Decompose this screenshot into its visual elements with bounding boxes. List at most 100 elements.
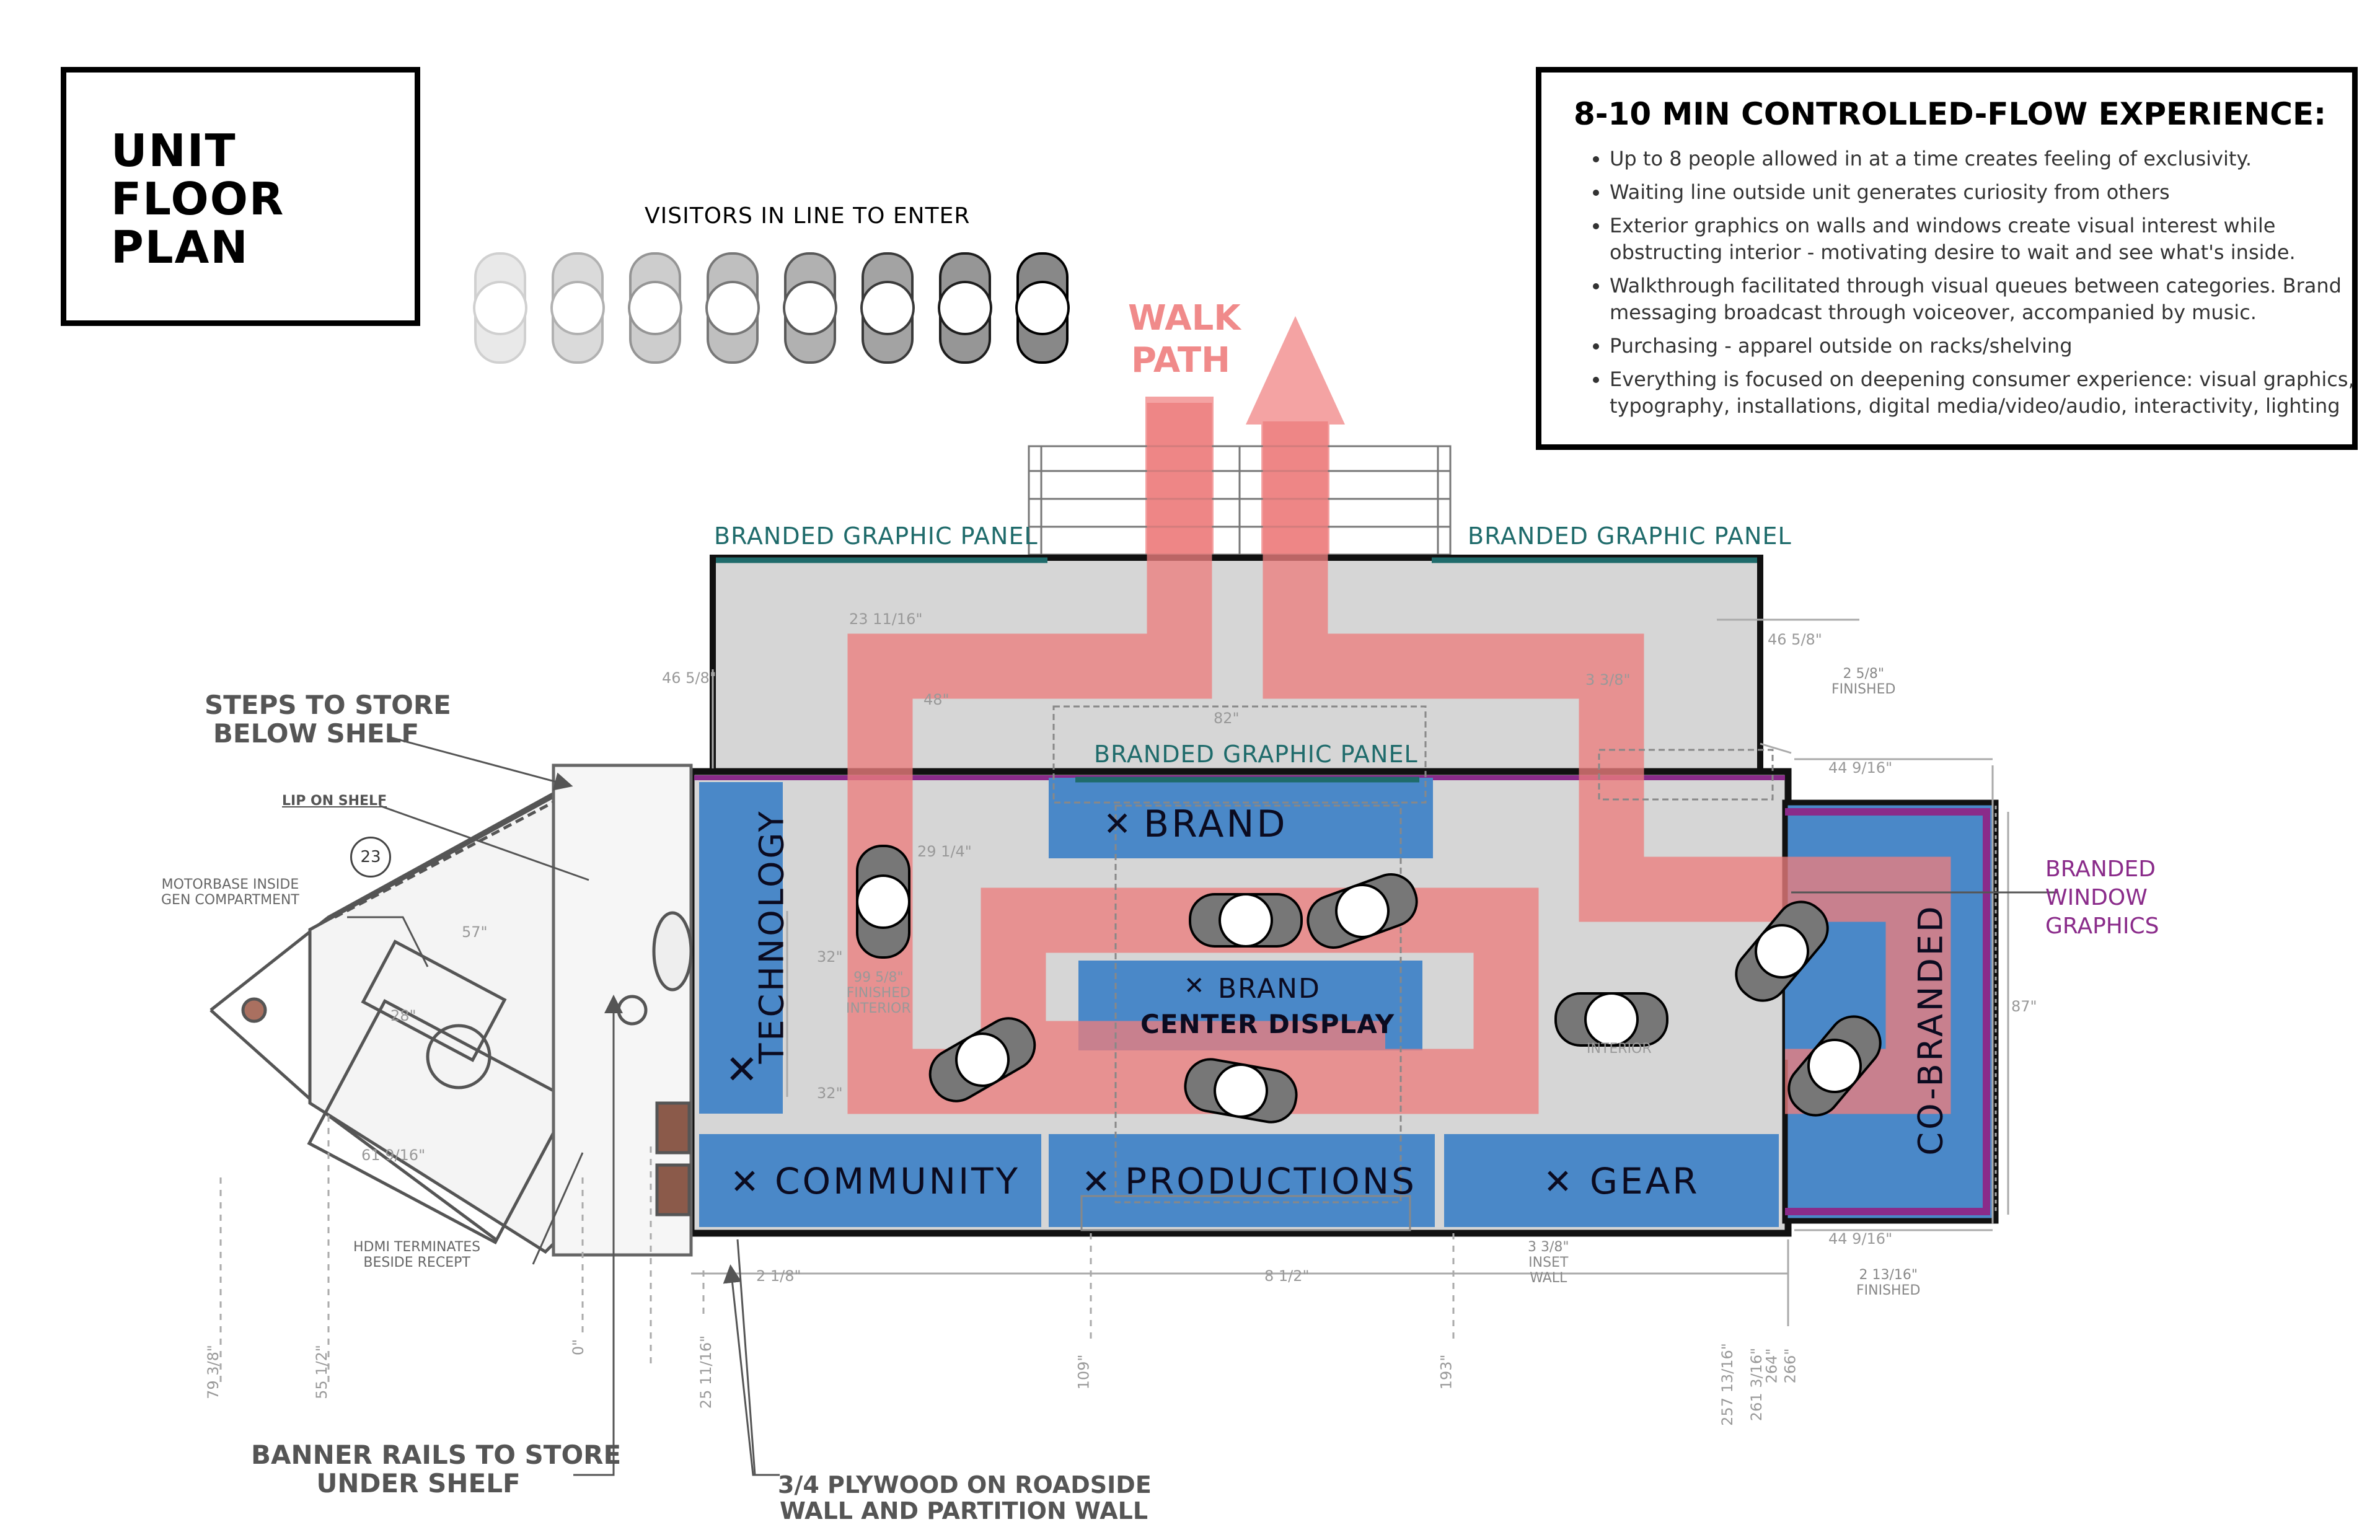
visitor-inside [1554,992,1668,1047]
title-box: UNIT FLOOR PLAN [61,67,420,326]
finished-interior-line-3: INTERIOR [846,1001,911,1016]
dimension-label: 25 11/16" [697,1335,715,1409]
inset-wall-note: 3 3/8" INSET WALL [1528,1239,1569,1286]
experience-bullet: Everything is focused on deepening consu… [1610,366,2378,420]
dimension-label: 29 1/4" [917,843,972,860]
dimension-label: 266" [1781,1348,1799,1384]
plywood-callout-line-1: 3/4 PLYWOOD ON ROADSIDE [778,1471,1152,1498]
experience-info-box: 8-10 MIN CONTROLLED-FLOW EXPERIENCE: Up … [1536,67,2358,450]
experience-bullet: Walkthrough facilitated through visual q… [1610,273,2378,326]
experience-bullet: Up to 8 people allowed in at a time crea… [1610,146,2378,172]
dimension-label: 0" [570,1339,588,1356]
dimension-label: 3 3/8" [1585,671,1631,689]
queued-visitor [628,252,682,364]
motorbase-note-line-1: MOTORBASE INSIDE [161,877,299,892]
queued-visitor [705,252,760,364]
finished-bottom-line-2: FINISHED [1856,1283,1921,1298]
banner-callout: BANNER RAILS TO STORE UNDER SHELF [251,1440,622,1498]
title-line-3: PLAN [111,221,249,273]
walk-path-label: WALK PATH [1128,297,1241,382]
lip-on-shelf-note: LIP ON SHELF [282,793,387,809]
dimension-label: 82" [1214,710,1240,727]
queued-visitor [860,252,915,364]
finished-top-line-1: 2 5/8" [1843,666,1884,682]
finished-bottom-line-1: 2 13/16" [1859,1267,1918,1283]
dimension-label: 48" [923,691,950,708]
technology-zone [699,782,783,1114]
dimension-label: 32" [817,948,843,966]
queued-visitor [938,252,992,364]
dimension-label: 87" [2011,998,2037,1015]
experience-bullet-list: Up to 8 people allowed in at a time crea… [1574,146,2378,426]
community-label: COMMUNITY [775,1160,1021,1202]
inset-note-line-2: INSET [1528,1255,1569,1270]
plywood-callout-line-2: WALL AND PARTITION WALL [779,1497,1148,1525]
dimension-label: 32" [817,1085,843,1102]
finished-interior-note: 99 5/8" FINISHED INTERIOR [846,970,911,1016]
visitor-inside [1184,1058,1298,1124]
dimension-label: 44 9/16" [1828,1230,1893,1247]
motorbase-note: MOTORBASE INSIDE GEN COMPARTMENT [161,877,299,908]
center-fixture-outlines [1052,705,1774,1231]
queued-visitor [783,252,837,364]
brand-zone [1049,778,1433,858]
visitor-inside [1787,1015,1882,1117]
experience-bullet: Exterior graphics on walls and windows c… [1610,213,2378,266]
steps-callout: STEPS TO STORE BELOW SHELF [205,690,451,749]
visitors-inside [856,845,1882,1124]
dimension-label: 23 11/16" [849,610,923,628]
trailer-hitch [209,763,693,1257]
branded-window-graphics-band [1785,808,1990,1215]
queued-visitor [1015,252,1070,364]
steps-callout-line-2: BELOW SHELF [213,718,420,749]
banner-callout-line-1: BANNER RAILS TO STORE [251,1440,622,1470]
walk-path-line-1: WALK [1128,298,1241,338]
gear-zone [1444,1134,1779,1227]
queued-visitor [550,252,605,364]
dimension-label: 257 13/16" [1718,1343,1736,1426]
dimension-label: 264" [1763,1348,1781,1384]
inset-note-line-1: 3 3/8" [1528,1239,1569,1255]
experience-bullet: Waiting line outside unit generates curi… [1610,179,2378,206]
visitor-inside [1735,900,1829,1002]
title-line-1: UNIT [111,125,237,177]
branded-panel-right-label: BRANDED GRAPHIC PANEL [1468,522,1792,550]
finished-note-top: 2 5/8" FINISHED [1831,666,1895,697]
inset-note-line-3: WALL [1530,1270,1567,1286]
athlete-logo-icon: ✕ [1103,804,1132,843]
steps-callout-line-1: STEPS TO STORE [205,690,451,720]
walk-path-line-2: PATH [1131,340,1230,381]
dimension-label: 109" [1075,1354,1093,1390]
dimension-label: 193" [1437,1354,1455,1390]
athlete-logo-icon: ✕ [730,1162,759,1202]
detail-number-badge: 23 [350,837,391,878]
banner-callout-line-2: UNDER SHELF [316,1468,521,1498]
visitor-inside [1307,873,1418,949]
finished-interior-line-2: FINISHED [846,985,911,1001]
title-line-2: FLOOR [111,173,285,225]
entry-steps [1028,445,1452,556]
window-callout-line-3: GRAPHICS [2045,913,2159,939]
finished-top-line-2: FINISHED [1831,682,1896,697]
hdmi-note-line-2: BESIDE RECEPT [363,1255,470,1270]
dimension-lines [219,618,2009,1382]
hdmi-note: HDMI TERMINATES BESIDE RECEPT [353,1239,480,1270]
plywood-callout: 3/4 PLYWOOD ON ROADSIDE WALL AND PARTITI… [778,1471,1152,1525]
gear-label: GEAR [1590,1160,1700,1202]
walk-path-route [847,403,1951,1114]
finished-note-bottom: 2 13/16" FINISHED [1856,1267,1920,1298]
window-callout-line-1: BRANDED [2045,856,2156,882]
co-branded-label: CO-BRANDED [1911,904,1950,1156]
community-zone [699,1134,1041,1227]
hdmi-note-line-1: HDMI TERMINATES [353,1239,481,1255]
dimension-label: 57" [462,923,488,941]
productions-zone [1049,1134,1435,1227]
center-brand-label: BRAND [1218,973,1321,1005]
visitor-inside [928,1017,1036,1102]
dimension-label: 8 1/2" [1264,1267,1310,1285]
athlete-logo-icon: ✕ [1543,1162,1572,1202]
brand-label: BRAND [1144,803,1288,846]
dimension-label: 2 1/8" [756,1267,801,1285]
visitor-inside [856,845,910,959]
